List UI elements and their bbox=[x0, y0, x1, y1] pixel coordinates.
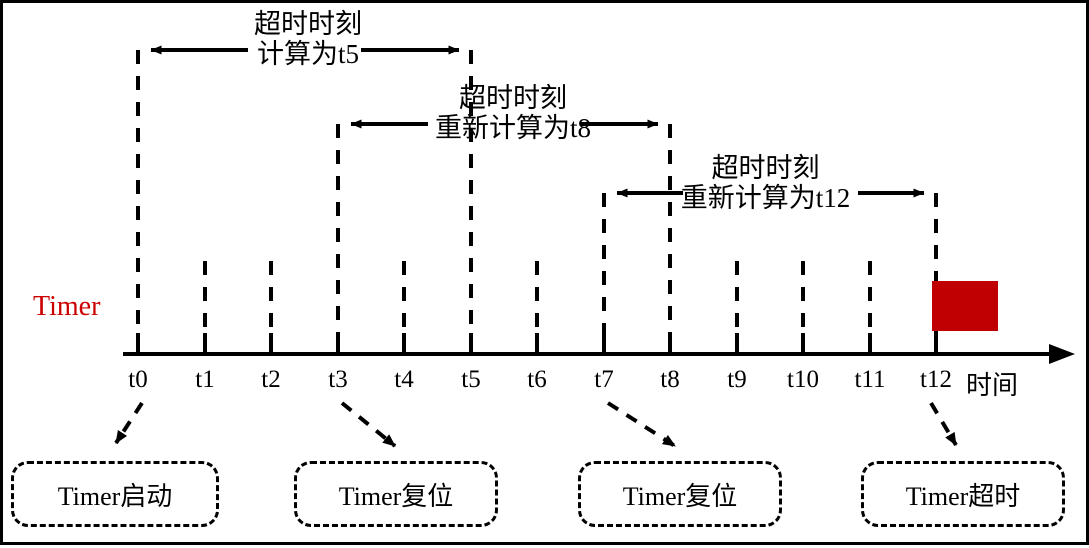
annotation-1: 超时时刻 计算为t5 bbox=[233, 9, 383, 69]
diagram-vector-layer bbox=[114, 45, 1075, 448]
tick-label-t2: t2 bbox=[261, 366, 281, 393]
tick-label-t1: t1 bbox=[195, 366, 215, 393]
tick-label-t10: t10 bbox=[787, 366, 819, 393]
callout-arrow-t0 bbox=[114, 401, 144, 445]
callout-arrow-t7 bbox=[606, 401, 677, 448]
guide-lines-short bbox=[203, 261, 872, 354]
tick-label-t8: t8 bbox=[660, 366, 680, 393]
tick-label-t0: t0 bbox=[128, 366, 148, 393]
time-axis bbox=[123, 344, 1075, 364]
timeout-pulse-block bbox=[932, 281, 998, 331]
event-box-2-label: Timer复位 bbox=[338, 481, 454, 511]
annotation-2-line2: 重新计算为t8 bbox=[434, 113, 591, 144]
tick-label-t5: t5 bbox=[461, 366, 481, 393]
annotation-3-line2: 重新计算为t12 bbox=[680, 183, 851, 214]
axis-label-time: 时间 bbox=[966, 371, 1019, 400]
callout-arrow-t3 bbox=[340, 401, 397, 448]
callout-arrow-t12 bbox=[929, 401, 958, 447]
tick-label-t3: t3 bbox=[328, 366, 348, 393]
tick-label-t11: t11 bbox=[854, 366, 886, 393]
signal-label-timer: Timer bbox=[33, 291, 101, 322]
tick-label-t4: t4 bbox=[394, 366, 414, 393]
callout-arrows bbox=[114, 401, 958, 448]
axis-arrow-head bbox=[1049, 344, 1075, 364]
event-box-timer-timeout[interactable]: Timer超时 bbox=[861, 461, 1065, 527]
annotation-2: 超时时刻 重新计算为t8 bbox=[418, 83, 608, 143]
tick-label-t7: t7 bbox=[594, 366, 614, 393]
annotation-1-line2: 计算为t5 bbox=[256, 39, 359, 70]
tick-label-t6: t6 bbox=[527, 366, 547, 393]
event-box-timer-reset-2[interactable]: Timer复位 bbox=[578, 461, 782, 527]
tick-label-t12: t12 bbox=[920, 366, 952, 393]
annotation-3: 超时时刻 重新计算为t12 bbox=[663, 153, 868, 213]
annotation-3-line1: 超时时刻 bbox=[711, 153, 820, 183]
annotation-2-line1: 超时时刻 bbox=[459, 83, 567, 113]
event-box-1-label: Timer启动 bbox=[57, 481, 173, 511]
event-box-3-label: Timer复位 bbox=[622, 481, 738, 511]
event-box-timer-reset-1[interactable]: Timer复位 bbox=[294, 461, 498, 527]
event-box-4-label: Timer超时 bbox=[905, 481, 1021, 511]
tick-label-t9: t9 bbox=[727, 366, 747, 393]
event-box-timer-start[interactable]: Timer启动 bbox=[11, 461, 219, 527]
annotation-1-line1: 超时时刻 bbox=[254, 9, 362, 39]
